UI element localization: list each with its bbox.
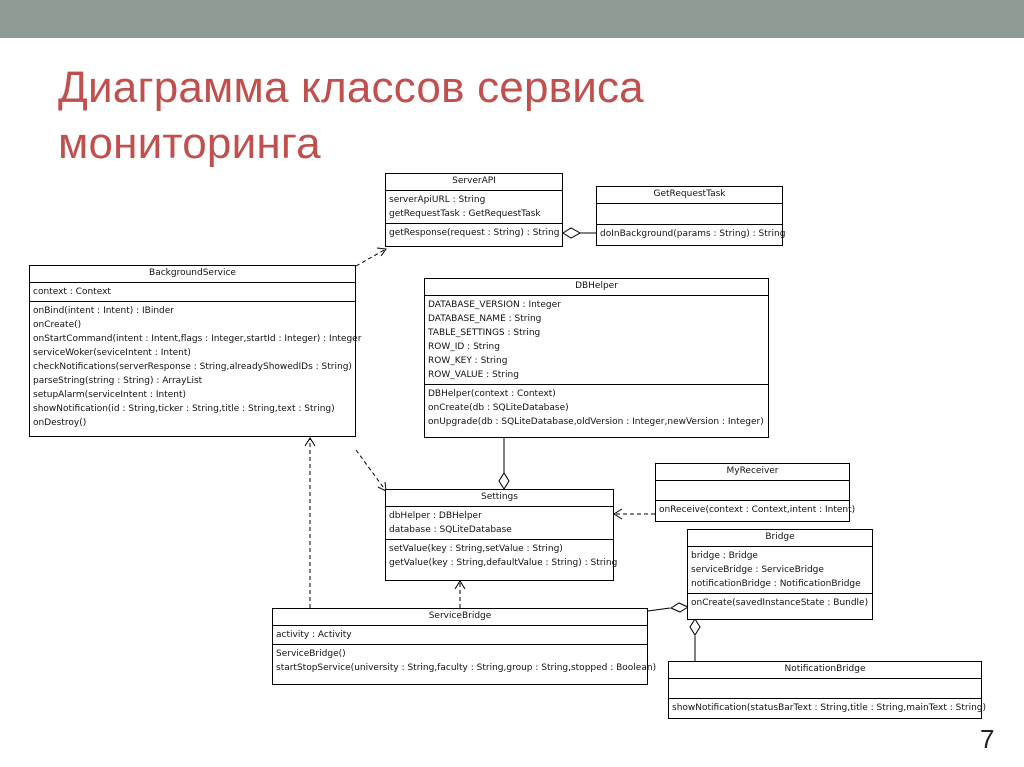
class-name: DBHelper [425,279,768,296]
attribute: ROW_KEY : String [428,356,508,366]
attribute: DATABASE_VERSION : Integer [428,300,561,310]
operation: showNotification(statusBarText : String,… [672,703,987,713]
dependency-background-to-serverapi [355,248,387,267]
attributes-section [669,679,981,699]
aggregation-diamond-bridge-bottom [689,618,701,636]
operation: parseString(string : String) : ArrayList [33,376,203,386]
aggregation-diamond-serverapi [562,227,582,239]
operation: checkNotifications(serverResponse : Stri… [33,362,352,372]
arrowhead-settings-2 [454,580,466,590]
attributes-section [656,481,849,501]
class-name: MyReceiver [656,464,849,481]
operation: onCreate(db : SQLiteDatabase) [428,403,569,413]
attribute: ROW_VALUE : String [428,370,519,380]
attribute: activity : Activity [276,630,352,640]
class-notificationbridge: NotificationBridge showNotification(stat… [668,661,987,719]
class-name: Bridge [688,530,872,547]
attributes-section [597,204,782,225]
class-name: BackgroundService [30,266,355,283]
operations-section: onReceive(context : Context,intent : Int… [656,501,856,519]
operation: startStopService(university : String,fac… [276,663,657,673]
slide-title: Диаграмма классов сервиса мониторинга [58,60,758,172]
top-bar [0,0,1024,38]
class-name: GetRequestTask [597,187,782,204]
operation: getResponse(request : String) : String [389,228,560,238]
attribute: DATABASE_NAME : String [428,314,542,324]
operations-section: doInBackground(params : String) : String [597,225,786,243]
arrowhead-settings-3 [613,508,623,520]
class-servicebridge: ServiceBridge activity : Activity Servic… [272,608,657,685]
class-name: NotificationBridge [669,662,981,679]
class-settings: Settings dbHelper : DBHelper database : … [385,489,618,581]
class-bridge: Bridge bridge : Bridge serviceBridge : S… [687,529,873,620]
operations-section: onBind(intent : Intent) : IBinder onCrea… [30,302,362,432]
page-number: 7 [980,724,995,754]
operation: doInBackground(params : String) : String [600,229,786,239]
aggregation-bridge-servicebridge [647,607,671,612]
attribute: dbHelper : DBHelper [389,511,482,521]
slide-title-line-2: мониторинга [58,119,321,168]
dependency-background-to-settings [355,449,387,492]
aggregation-diamond-settings [498,472,510,490]
attributes-section: serverApiURL : String getRequestTask : G… [386,191,562,224]
slide-title-line-1: Диаграмма классов сервиса [58,63,644,112]
class-name: ServerAPI [386,174,562,191]
operations-section: setValue(key : String,setValue : String)… [386,540,618,572]
attributes-section: activity : Activity [273,626,647,645]
class-name: ServiceBridge [273,609,647,626]
operation: onStartCommand(intent : Intent,flags : I… [33,334,362,344]
operation: onReceive(context : Context,intent : Int… [659,505,856,515]
operations-section: DBHelper(context : Context) onCreate(db … [425,385,768,431]
attributes-section: dbHelper : DBHelper database : SQLiteDat… [386,507,613,540]
operations-section: showNotification(statusBarText : String,… [669,699,987,717]
attribute: context : Context [33,287,111,297]
attribute: TABLE_SETTINGS : String [428,328,541,338]
operations-section: getResponse(request : String) : String [386,224,562,242]
class-backgroundservice: BackgroundService context : Context onBi… [29,265,362,437]
attributes-section: context : Context [30,283,355,302]
operation: setupAlarm(serviceIntent : Intent) [33,390,186,400]
operation: serviceWoker(seviceIntent : Intent) [33,348,191,358]
attributes-section: DATABASE_VERSION : Integer DATABASE_NAME… [425,296,768,385]
operation: onCreate(savedInstanceState : Bundle) [691,598,869,608]
class-getrequesttask: GetRequestTask doInBackground(params : S… [596,186,786,246]
attribute: serverApiURL : String [389,195,486,205]
class-myreceiver: MyReceiver onReceive(context : Context,i… [655,463,856,522]
operation: onCreate() [33,320,82,330]
attribute: serviceBridge : ServiceBridge [691,565,824,575]
arrowhead-serverapi [376,247,387,257]
class-serverapi: ServerAPI serverApiURL : String getReque… [385,173,563,247]
attribute: getRequestTask : GetRequestTask [389,209,541,219]
attribute: ROW_ID : String [428,342,500,352]
operation: getValue(key : String,defaultValue : Str… [389,558,618,568]
operations-section: ServiceBridge() startStopService(univers… [273,645,657,677]
attribute: notificationBridge : NotificationBridge [691,579,861,589]
aggregation-diamond-bridge-left [669,602,690,613]
operation: ServiceBridge() [276,649,346,659]
attributes-section: bridge : Bridge serviceBridge : ServiceB… [688,547,872,594]
class-dbhelper: DBHelper DATABASE_VERSION : Integer DATA… [424,278,769,438]
operations-section: onCreate(savedInstanceState : Bundle) [688,594,872,612]
operation: DBHelper(context : Context) [428,389,556,399]
operation: setValue(key : String,setValue : String) [389,544,563,554]
attribute: database : SQLiteDatabase [389,525,512,535]
operation: onBind(intent : Intent) : IBinder [33,306,174,316]
class-name: Settings [386,490,613,507]
attribute: bridge : Bridge [691,551,758,561]
operation: onUpgrade(db : SQLiteDatabase,oldVersion… [428,417,764,427]
arrowhead-background [304,437,316,447]
operation: onDestroy() [33,418,87,428]
operation: showNotification(id : String,ticker : St… [33,404,335,414]
